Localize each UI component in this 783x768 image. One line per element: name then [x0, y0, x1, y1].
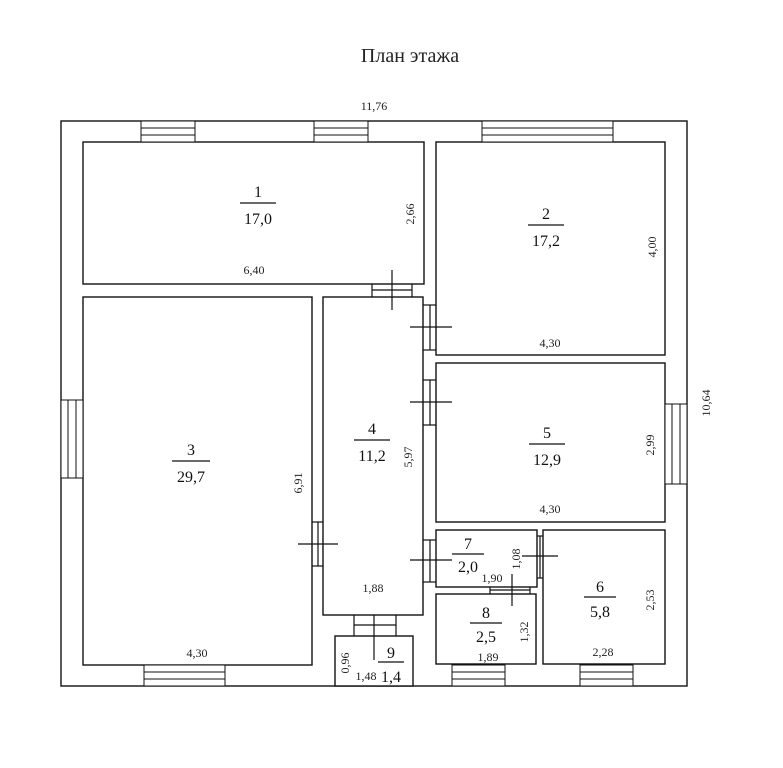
room-7-width: 1,90: [482, 571, 503, 585]
door-room7-hall: [410, 539, 452, 583]
room-7-number: 7: [464, 536, 472, 553]
room-7-area: 2,0: [458, 559, 478, 576]
room-3-height: 6,91: [291, 473, 305, 494]
room-7: [435, 529, 538, 588]
room-6-label: 6 5,8: [584, 579, 616, 621]
room-4: [322, 296, 424, 616]
room-9-width: 1,48: [356, 669, 377, 683]
window-top-3: [481, 120, 614, 143]
room-8-label: 8 2,5: [470, 605, 502, 646]
room-1-area: 17,0: [244, 211, 272, 228]
room-1-width: 6,40: [244, 263, 265, 277]
room-2-label: 2 17,2: [528, 206, 564, 250]
room-4-label: 4 11,2: [354, 421, 390, 465]
room-8: [435, 593, 537, 665]
window-right: [664, 403, 688, 485]
room-5-number: 5: [543, 425, 551, 442]
room-5-area: 12,9: [533, 452, 561, 469]
room-8-number: 8: [482, 605, 490, 622]
room-1: [82, 141, 425, 285]
room-2-area: 17,2: [532, 233, 560, 250]
room-3: [82, 296, 313, 666]
window-left: [60, 399, 84, 479]
room-3-area: 29,7: [177, 469, 205, 486]
room-4-height: 5,97: [401, 447, 415, 468]
room-1-number: 1: [254, 184, 262, 201]
room-9-label: 9 1,4: [378, 645, 404, 686]
room-2: [435, 141, 666, 356]
door-room5-hall: [410, 379, 452, 426]
room-6-width: 2,28: [593, 645, 614, 659]
room-9-height: 0,96: [338, 653, 352, 674]
room-6-area: 5,8: [590, 604, 610, 621]
room-9-number: 9: [387, 645, 395, 662]
window-top-2: [313, 120, 369, 143]
room-5-width: 4,30: [540, 502, 561, 516]
room-6-height: 2,53: [643, 590, 657, 611]
room-2-height: 4,00: [645, 237, 659, 258]
room-4-width: 1,88: [363, 581, 384, 595]
room-3-label: 3 29,7: [172, 442, 210, 486]
room-7-height: 1,08: [509, 549, 523, 570]
room-6-number: 6: [596, 579, 604, 596]
room-4-number: 4: [368, 421, 376, 438]
window-bottom-2: [451, 664, 506, 687]
room-4-area: 11,2: [358, 448, 385, 465]
room-9-area: 1,4: [381, 669, 401, 686]
room-3-number: 3: [187, 442, 195, 459]
room-5-height: 2,99: [643, 435, 657, 456]
door-room8: [489, 574, 531, 606]
door-room1-hall: [371, 270, 413, 310]
room-8-height: 1,32: [517, 622, 531, 643]
room-5-label: 5 12,9: [529, 425, 565, 469]
door-room9: [353, 615, 397, 660]
room-8-area: 2,5: [476, 629, 496, 646]
room-3-width: 4,30: [187, 646, 208, 660]
window-bottom-1: [143, 664, 226, 687]
room-2-number: 2: [542, 206, 550, 223]
door-room6: [522, 535, 558, 579]
door-room3-hall: [298, 521, 338, 567]
plan-title: План этажа: [361, 45, 459, 67]
room-5: [435, 362, 666, 523]
room-8-width: 1,89: [478, 650, 499, 664]
window-top-1: [140, 120, 196, 143]
window-bottom-3: [579, 664, 634, 687]
door-room2-hall: [410, 304, 452, 351]
room-1-height: 2,66: [403, 204, 417, 225]
overall-width-label: 11,76: [361, 99, 388, 113]
room-1-label: 1 17,0: [240, 184, 276, 228]
room-7-label: 7 2,0: [452, 536, 484, 576]
room-2-width: 4,30: [540, 336, 561, 350]
overall-height-label: 10,64: [699, 390, 713, 417]
